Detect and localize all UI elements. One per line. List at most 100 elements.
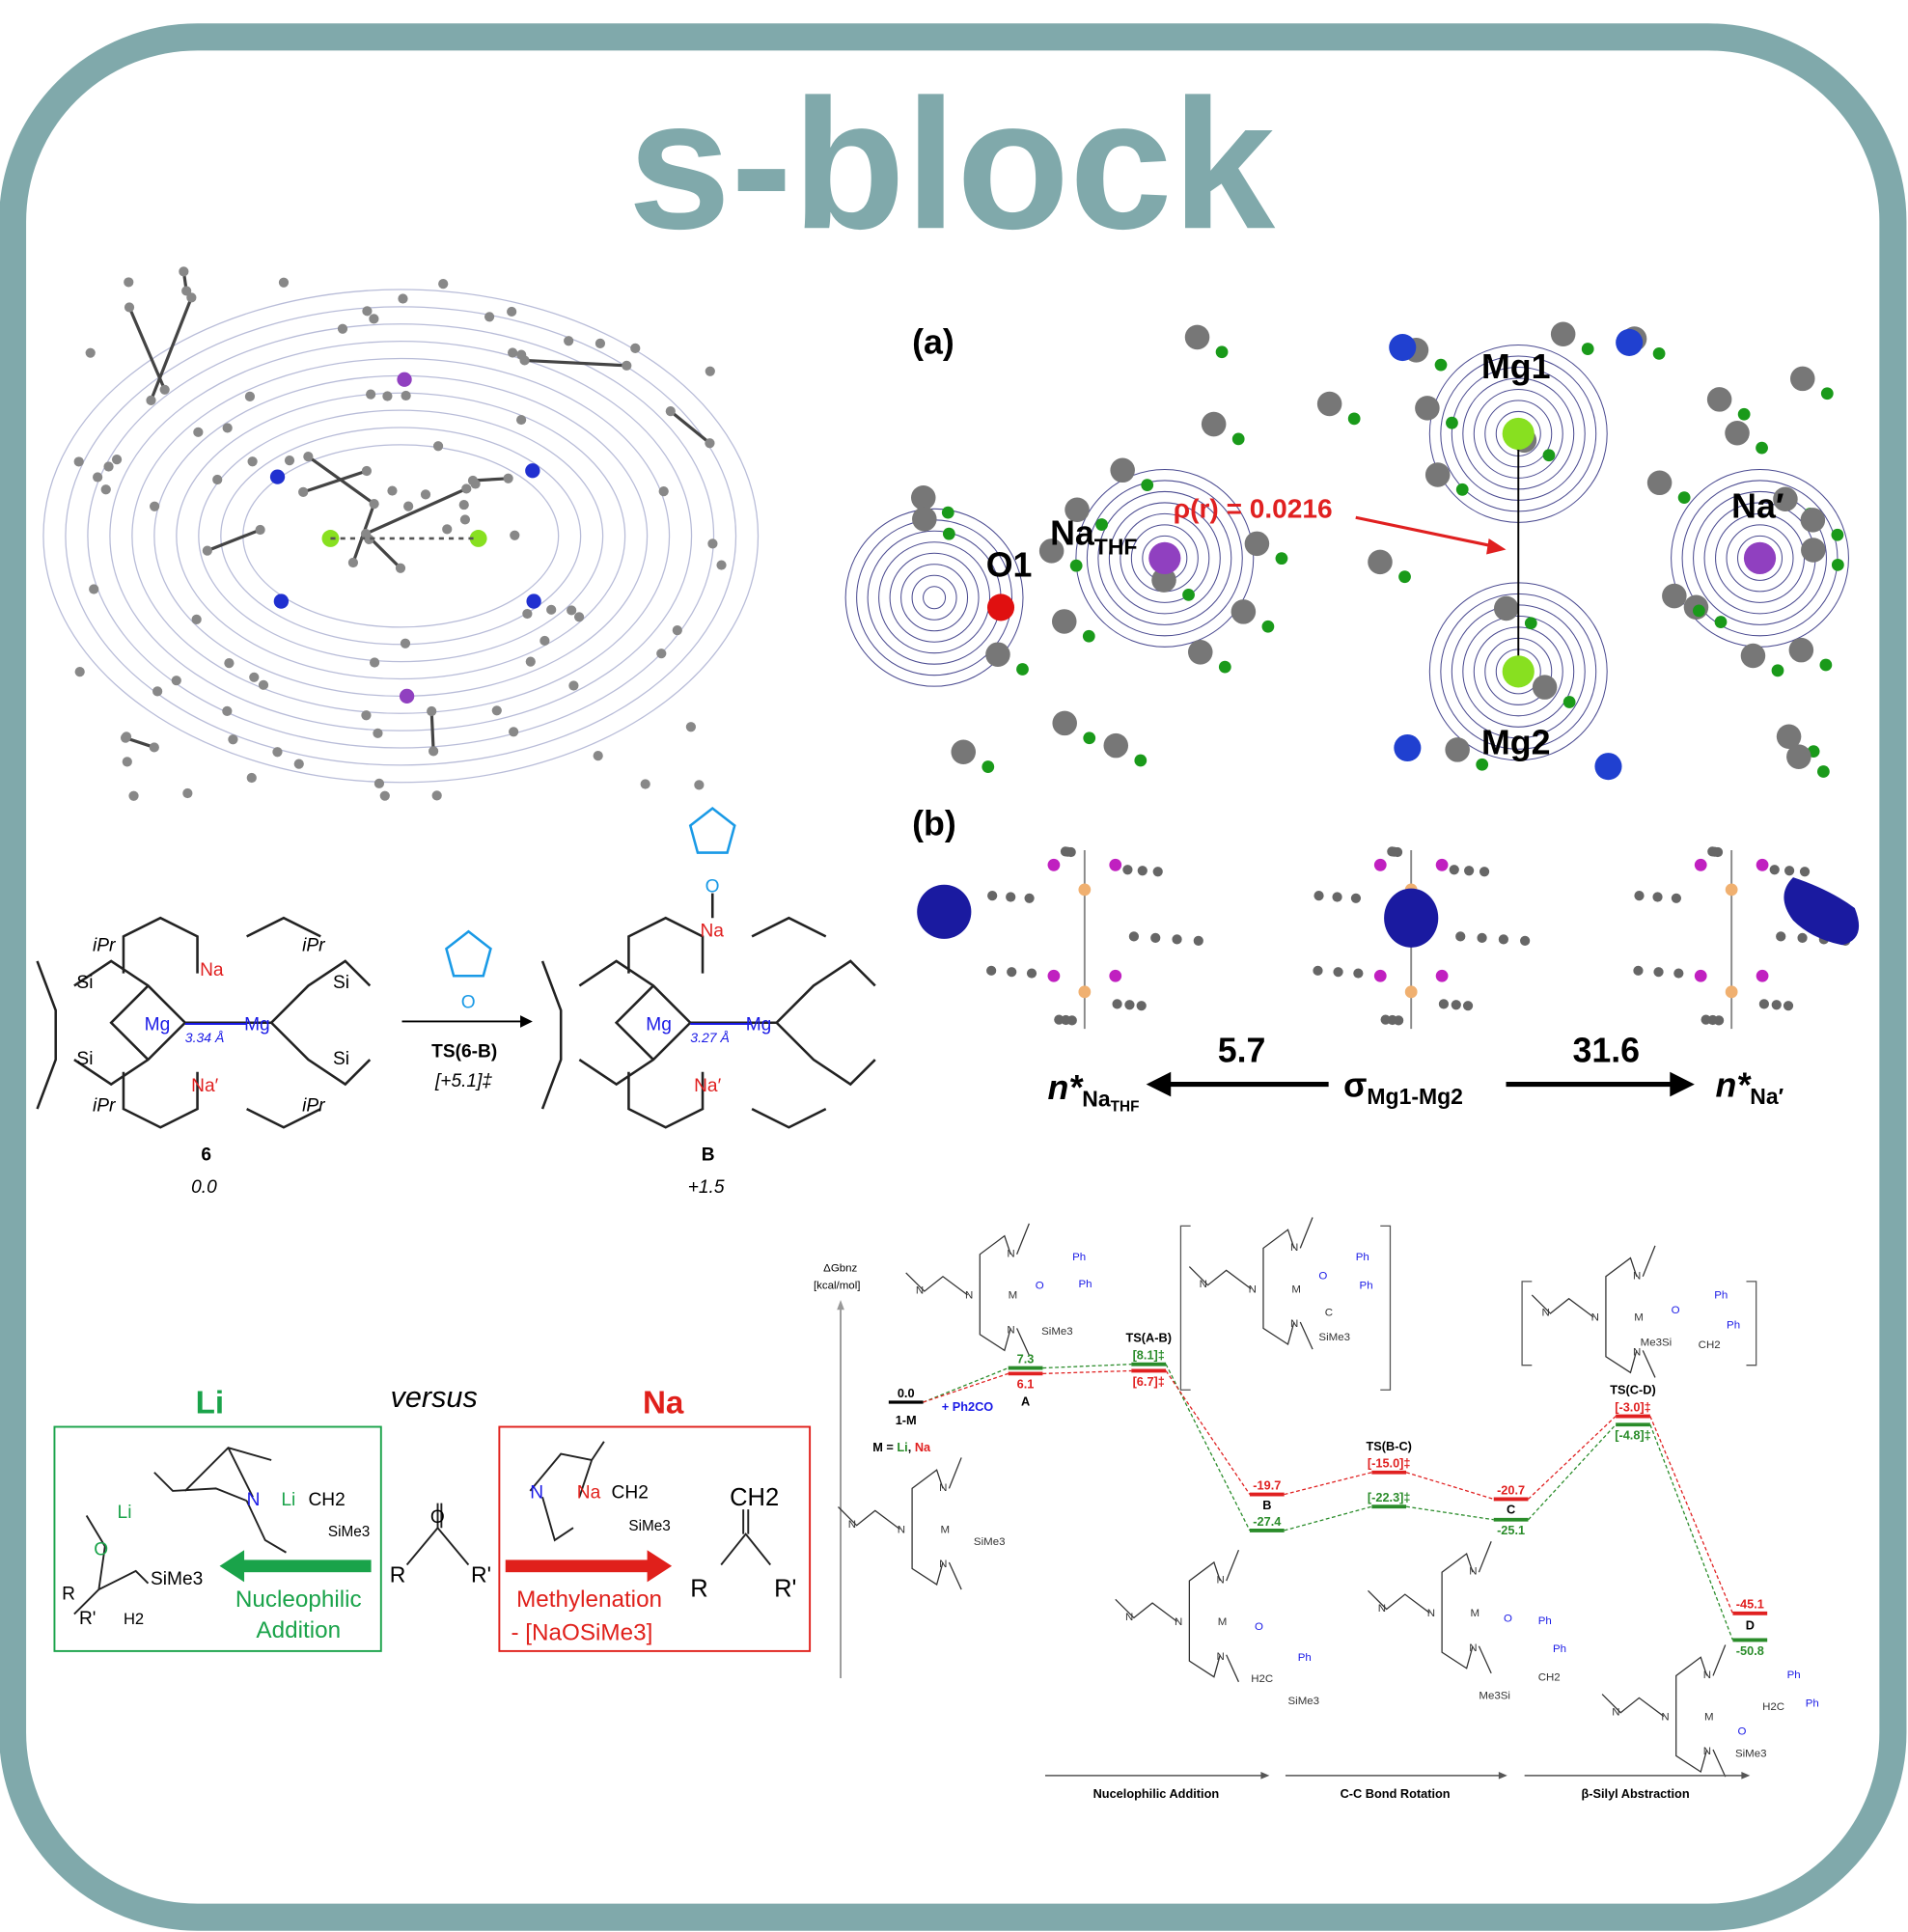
c-atom [1065, 497, 1090, 523]
rho-arrow [1355, 515, 1498, 549]
ligand-skeleton [905, 1223, 1030, 1356]
connector-li [1649, 1424, 1734, 1641]
n-atom [1389, 334, 1417, 362]
c-atom [1316, 391, 1342, 417]
atom [247, 456, 258, 467]
ligand-skeleton [1531, 1245, 1656, 1378]
atom [249, 672, 260, 682]
atom [461, 483, 472, 494]
mg1-label: Mg1 [1481, 347, 1551, 386]
c-atom [1725, 420, 1750, 446]
atom [1193, 935, 1203, 946]
c-atom [1231, 599, 1257, 624]
atom [1673, 968, 1684, 979]
bond-critical-point [1756, 441, 1768, 455]
atom-label: N [1703, 1746, 1711, 1757]
atom [1652, 892, 1663, 902]
atom [1464, 866, 1475, 876]
c-atom [1188, 640, 1213, 665]
connector-na [1165, 1370, 1251, 1495]
atom-label: Ph [1787, 1670, 1801, 1681]
atom-label: N [1378, 1603, 1386, 1615]
c-atom [1415, 396, 1440, 421]
atom [1172, 934, 1182, 945]
connector-na [1405, 1472, 1494, 1501]
bond-critical-point [1476, 758, 1489, 771]
m-def-prefix: M = [872, 1440, 897, 1454]
ipr-2: iPr [302, 936, 326, 956]
atom-label: Ph [1714, 1290, 1728, 1302]
atom [111, 455, 123, 465]
atom [124, 302, 135, 313]
atom [1634, 891, 1645, 901]
atom [398, 293, 408, 304]
atom [429, 746, 439, 757]
bond-critical-point [1524, 617, 1537, 630]
atom-label: M [1218, 1616, 1228, 1628]
contour-line [1120, 512, 1210, 603]
atom [1152, 867, 1163, 877]
atom [73, 456, 84, 467]
rho-arrowhead [1486, 538, 1507, 555]
li-product-r2: R' [79, 1609, 96, 1629]
c-atom [1151, 567, 1176, 593]
atom [573, 612, 585, 622]
atom-label: M [1291, 1283, 1301, 1295]
reaction-arrowhead [520, 1015, 533, 1028]
atom [1797, 932, 1808, 943]
si-atom [1435, 969, 1449, 982]
atom [1707, 846, 1718, 857]
atom [186, 292, 197, 303]
versus-label: versus [391, 1381, 478, 1414]
level-value-li: [-22.3]‡ [1368, 1490, 1411, 1504]
li-reagent-ch2: CH2 [308, 1490, 345, 1510]
na-product-r: R [690, 1576, 707, 1603]
atom-label: N [1216, 1651, 1224, 1663]
atom [665, 405, 676, 417]
atom [369, 498, 379, 510]
atom [707, 538, 718, 549]
atom [366, 389, 376, 400]
ipr-1: iPr [93, 936, 117, 956]
si-2: Si [76, 1049, 93, 1069]
si-4: Si [333, 1049, 349, 1069]
c-atom [1801, 538, 1826, 563]
atom [458, 499, 469, 511]
thf-o: O [461, 992, 476, 1012]
rho-label: ρ(r) = 0.0216 [1174, 493, 1333, 523]
na-product-r2: R' [774, 1576, 796, 1603]
li-reagent-sime3: SiMe3 [328, 1524, 370, 1540]
contour-line [923, 586, 947, 610]
atom [128, 790, 139, 801]
atom [509, 727, 519, 737]
connector-li [1042, 1364, 1132, 1369]
contour-line [198, 409, 604, 663]
na-prime-label: Na′ [191, 1076, 218, 1096]
atom-label: O [1255, 1621, 1263, 1633]
bond [302, 469, 368, 494]
atom-label: N [1249, 1283, 1257, 1295]
right-orbital: n* [1716, 1065, 1753, 1104]
na-reagent-ch2: CH2 [612, 1483, 649, 1504]
ts-label: TS(6-B) [431, 1041, 497, 1062]
n-atom [1616, 328, 1644, 356]
state-name: TS(A-B) [1126, 1331, 1172, 1345]
level-value-na: [-15.0]‡ [1368, 1456, 1411, 1471]
c-atom [910, 485, 936, 511]
atom [546, 604, 557, 615]
li-reagent-metal: Li [281, 1490, 295, 1510]
atom [400, 638, 411, 649]
atom [122, 757, 132, 767]
contour-line [1097, 490, 1232, 625]
bond-critical-point [1542, 449, 1556, 462]
left-value: 5.7 [1218, 1032, 1266, 1070]
c-atom [1773, 486, 1798, 512]
atom [179, 266, 189, 277]
bond-critical-point [1275, 552, 1288, 566]
thf-molecule: O [445, 929, 492, 1012]
atom [1060, 846, 1071, 857]
atom [564, 336, 574, 346]
contour-line [1737, 535, 1784, 581]
level-value-li: -27.4 [1253, 1514, 1282, 1529]
si-atom [1373, 858, 1387, 871]
